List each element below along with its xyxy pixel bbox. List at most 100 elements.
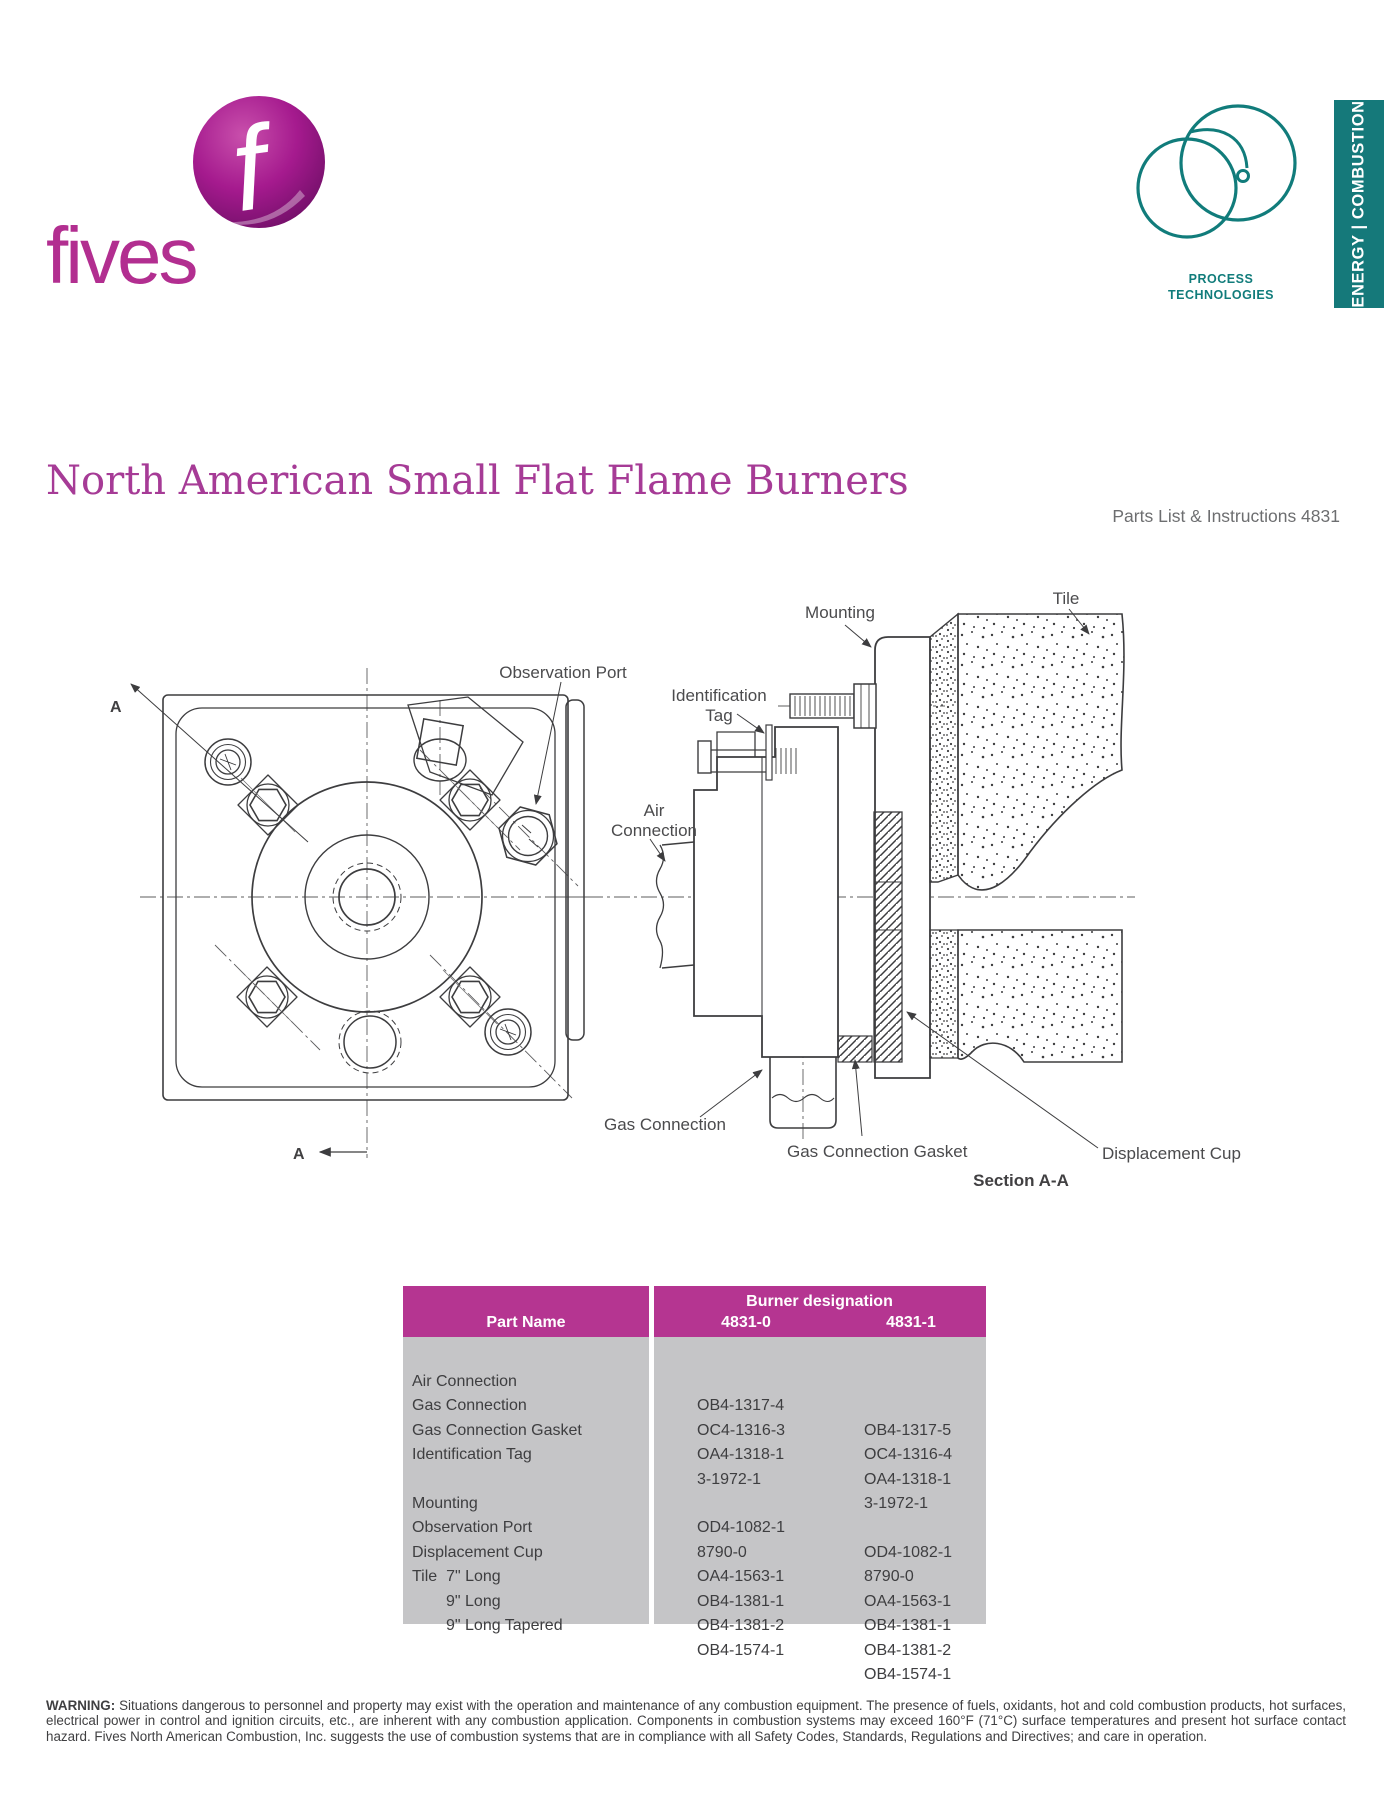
tile-top-block <box>957 613 1125 891</box>
knurled-fastener <box>484 1008 532 1056</box>
table-row: Tile 7" Long OB4-1381-1 OB4-1381-1 <box>403 1541 986 1634</box>
burner-mid-circle <box>304 834 430 960</box>
cell-4831-0: OA4-1318-1 <box>697 1446 785 1463</box>
burner-body-circle <box>251 781 483 1013</box>
cell-4831-0: OB4-1381-2 <box>697 1617 785 1634</box>
displacement-cup-section <box>873 811 903 1063</box>
label-gas-connection: Gas Connection <box>604 1115 726 1134</box>
cell-4831-0: OA4-1563-1 <box>697 1568 785 1585</box>
process-logo-circle-right <box>1179 104 1297 222</box>
gas-hole-dashed <box>338 1010 402 1074</box>
top-bracket <box>407 696 524 796</box>
drawing-labels: Observation Port Mounting Tile Identific… <box>110 589 1241 1190</box>
fives-logo-sphere <box>193 96 325 228</box>
cell-4831-0: 8790-0 <box>697 1543 747 1561</box>
square-bolt-head <box>415 717 465 767</box>
cell-part: Air Connection <box>412 1372 517 1390</box>
fives-wordmark: fives <box>46 211 198 300</box>
table-row: 9" Long OB4-1381-2 OB4-1381-2 <box>403 1565 986 1659</box>
warning-text: Situations dangerous to personnel and pr… <box>46 1698 1346 1744</box>
energy-combustion-banner-text: ENERGY | COMBUSTION <box>1349 100 1368 308</box>
cell-part: Mounting <box>412 1494 478 1512</box>
tile-bottom-block <box>957 929 1123 1063</box>
burner-bore-dashed <box>332 862 402 932</box>
process-logo-spiral <box>1189 128 1249 169</box>
table-header-4831-0: 4831-0 <box>721 1314 771 1331</box>
label-section-a-a: Section A-A <box>973 1171 1069 1190</box>
cell-4831-1: OD4-1082-1 <box>864 1543 953 1561</box>
cell-4831-0: OB4-1574-1 <box>697 1641 785 1659</box>
front-plate-outer <box>162 694 569 1101</box>
process-logo-text-1: PROCESS <box>1189 272 1254 286</box>
warning-paragraph: WARNING: Situations dangerous to personn… <box>46 1698 1346 1744</box>
table-row: Gas Connection Gasket OA4-1318-1 OA4-131… <box>403 1394 986 1488</box>
label-air-connection: Connection <box>611 821 697 840</box>
parts-table: Burner designation Part Name 4831-0 4831… <box>403 1286 986 1683</box>
cell-4831-0: OD4-1082-1 <box>697 1519 786 1536</box>
cell-4831-0: OC4-1316-3 <box>697 1421 786 1439</box>
page-subtitle: Parts List & Instructions 4831 <box>1112 506 1340 526</box>
cell-4831-1: OB4-1317-5 <box>864 1421 952 1439</box>
table-row: Air Connection OB4-1317-4 OB4-1317-5 <box>403 1345 986 1439</box>
cell-4831-1: OA4-1318-1 <box>864 1470 952 1488</box>
cell-part: Observation Port <box>412 1519 533 1536</box>
gas-hole <box>343 1015 397 1069</box>
bolt-shank <box>711 749 772 773</box>
label-identification: Identification <box>671 686 766 705</box>
cell-part: Displacement Cup <box>412 1543 543 1561</box>
cell-4831-1: 8790-0 <box>864 1568 914 1585</box>
cell-part: 9" Long Tapered <box>446 1617 563 1634</box>
table-row: Observation Port 8790-0 8790-0 <box>403 1492 986 1585</box>
leader-lines <box>533 608 1099 1149</box>
air-stub-edges <box>661 841 695 969</box>
label-air: Air <box>644 801 665 820</box>
page-title: North American Small Flat Flame Burners <box>46 458 909 504</box>
burner-technical-drawing: Observation Port Mounting Tile Identific… <box>110 589 1241 1190</box>
bolt-threads <box>775 748 797 774</box>
label-tile: Tile <box>1053 589 1080 608</box>
process-logo-text-2: TECHNOLOGIES <box>1168 288 1274 302</box>
front-plate-inner <box>175 707 556 1088</box>
label-identification-tag: Tag <box>705 706 732 725</box>
burner-body-section <box>693 726 839 1058</box>
section-line-arrow-top <box>130 683 309 843</box>
cell-part: 9" Long <box>446 1592 501 1610</box>
hex-bolt <box>237 774 299 836</box>
tile-front-band <box>929 612 959 883</box>
table-row: Gas Connection OC4-1316-3 OC4-1316-4 <box>403 1370 986 1463</box>
warning-label: WARNING: <box>46 1698 116 1713</box>
label-observation-port: Observation Port <box>499 663 627 682</box>
body-boss <box>716 731 756 757</box>
cell-4831-1: 3-1972-1 <box>864 1495 929 1512</box>
cell-4831-1: OA4-1563-1 <box>864 1592 952 1610</box>
burner-bore-circle <box>338 868 396 926</box>
hex-bolt <box>236 966 298 1028</box>
label-gas-connection-gasket: Gas Connection Gasket <box>787 1142 968 1161</box>
stud-nut <box>853 683 877 729</box>
fives-logo: f <box>193 96 325 237</box>
hex-bolt <box>439 966 501 1028</box>
square-bolt-boss <box>413 738 467 782</box>
table-header-4831-1: 4831-1 <box>886 1314 936 1331</box>
cell-part: Tile 7" Long <box>412 1568 501 1585</box>
gasket-section <box>837 1035 873 1063</box>
energy-combustion-banner: ENERGY | COMBUSTION <box>1334 100 1384 308</box>
cell-part: Identification Tag <box>412 1446 532 1463</box>
air-stub-break <box>655 844 665 969</box>
table-header-part-name: Part Name <box>486 1314 566 1331</box>
bolt-head <box>697 740 712 774</box>
cell-4831-1: OC4-1316-4 <box>864 1446 953 1463</box>
label-mounting: Mounting <box>805 603 875 622</box>
fives-logo-swoosh <box>216 190 305 225</box>
table-row: Displacement Cup OA4-1563-1 OA4-1563-1 <box>403 1516 986 1610</box>
table-row: 9" Long Tapered OB4-1574-1 OB4-1574-1 <box>403 1590 986 1683</box>
cell-4831-1: OB4-1381-2 <box>864 1641 952 1659</box>
observation-port-front <box>498 806 558 866</box>
table-header-burner-designation: Burner designation <box>746 1293 893 1310</box>
section-marker-a-bottom: A <box>293 1146 305 1163</box>
cell-4831-1: OB4-1381-1 <box>864 1617 952 1634</box>
knurled-fastener <box>204 738 252 786</box>
parts-table-body: Air Connection OB4-1317-4 OB4-1317-5 Gas… <box>403 1337 986 1683</box>
